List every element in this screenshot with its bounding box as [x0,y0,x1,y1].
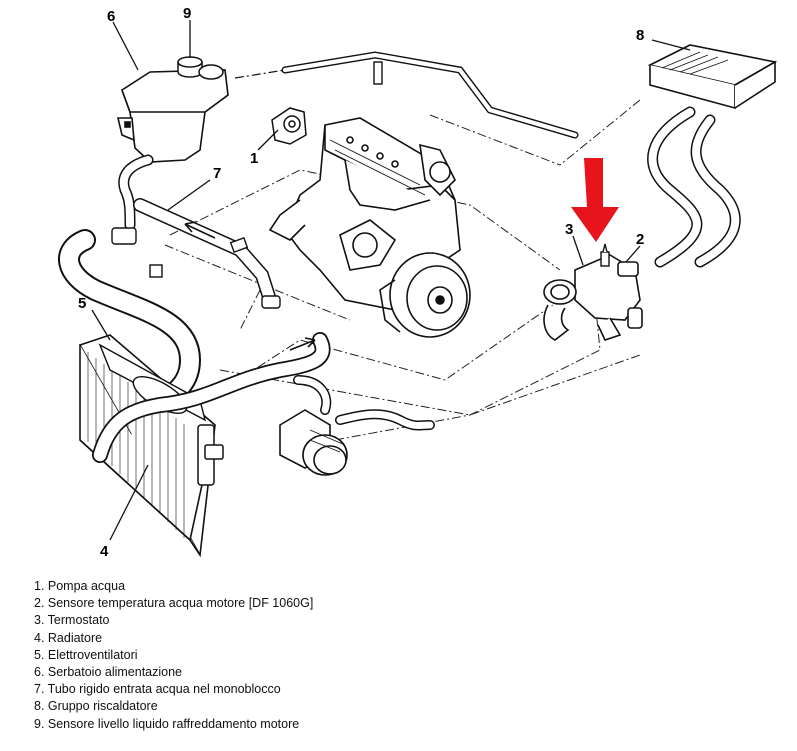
callout-3: 3 [565,221,573,238]
water-pump [271,107,307,145]
bleed-hose-link [234,69,286,79]
callout-1: 1 [250,150,258,167]
engine-pulley [379,252,471,338]
oil-filter [279,409,348,476]
callout-8: 8 [636,27,644,44]
legend-item-fans: 5. Elettroventilatori [34,647,138,662]
callout-4: 4 [100,543,109,560]
rigid-pipe-fittings [111,227,281,309]
parts-legend: 1. Pompa acqua 2. Sensore temperatura ac… [34,578,313,733]
callout-5: 5 [78,295,86,312]
legend-item-water-pump: 1. Pompa acqua [34,579,126,593]
radiator [78,334,216,558]
legend-item-rigid-pipe: 7. Tubo rigido entrata acqua nel monoblo… [34,682,281,697]
radiator-right-tank [197,424,224,486]
flow-arrow-lower [289,337,316,351]
thermostat-housing [543,254,643,341]
callout-9: 9 [183,5,191,22]
highlight-arrow [571,158,619,242]
expansion-tank [116,69,229,163]
callout-6: 6 [107,8,115,25]
legend-item-expansion-tank: 6. Serbatoio alimentazione [34,665,183,680]
leader-lines [91,20,691,541]
callout-2: 2 [636,231,644,248]
legend-item-radiator: 4. Radiatore [34,630,103,645]
legend-item-level-sensor: 9. Sensore livello liquido raffreddament… [34,716,300,731]
legend-item-thermostat: 3. Termostato [34,613,110,628]
bleed-hose-inner [282,52,578,138]
flow-arrow-7 [184,221,216,239]
level-sensor [177,56,224,80]
alignment-lines [164,99,641,441]
legend-item-temperature-sensor: 2. Sensore temperatura acqua motore [DF … [34,596,314,611]
heater-hoses-inner [648,108,740,266]
temperature-sensor [600,243,610,267]
legend-item-heater-unit: 8. Gruppo riscaldatore [34,699,158,714]
callout-7: 7 [213,165,221,182]
cooling-system-diagram: 1 2 3 4 5 6 7 8 9 [58,5,778,560]
heater-unit [647,44,778,110]
bleed-hose-clip [373,61,383,85]
